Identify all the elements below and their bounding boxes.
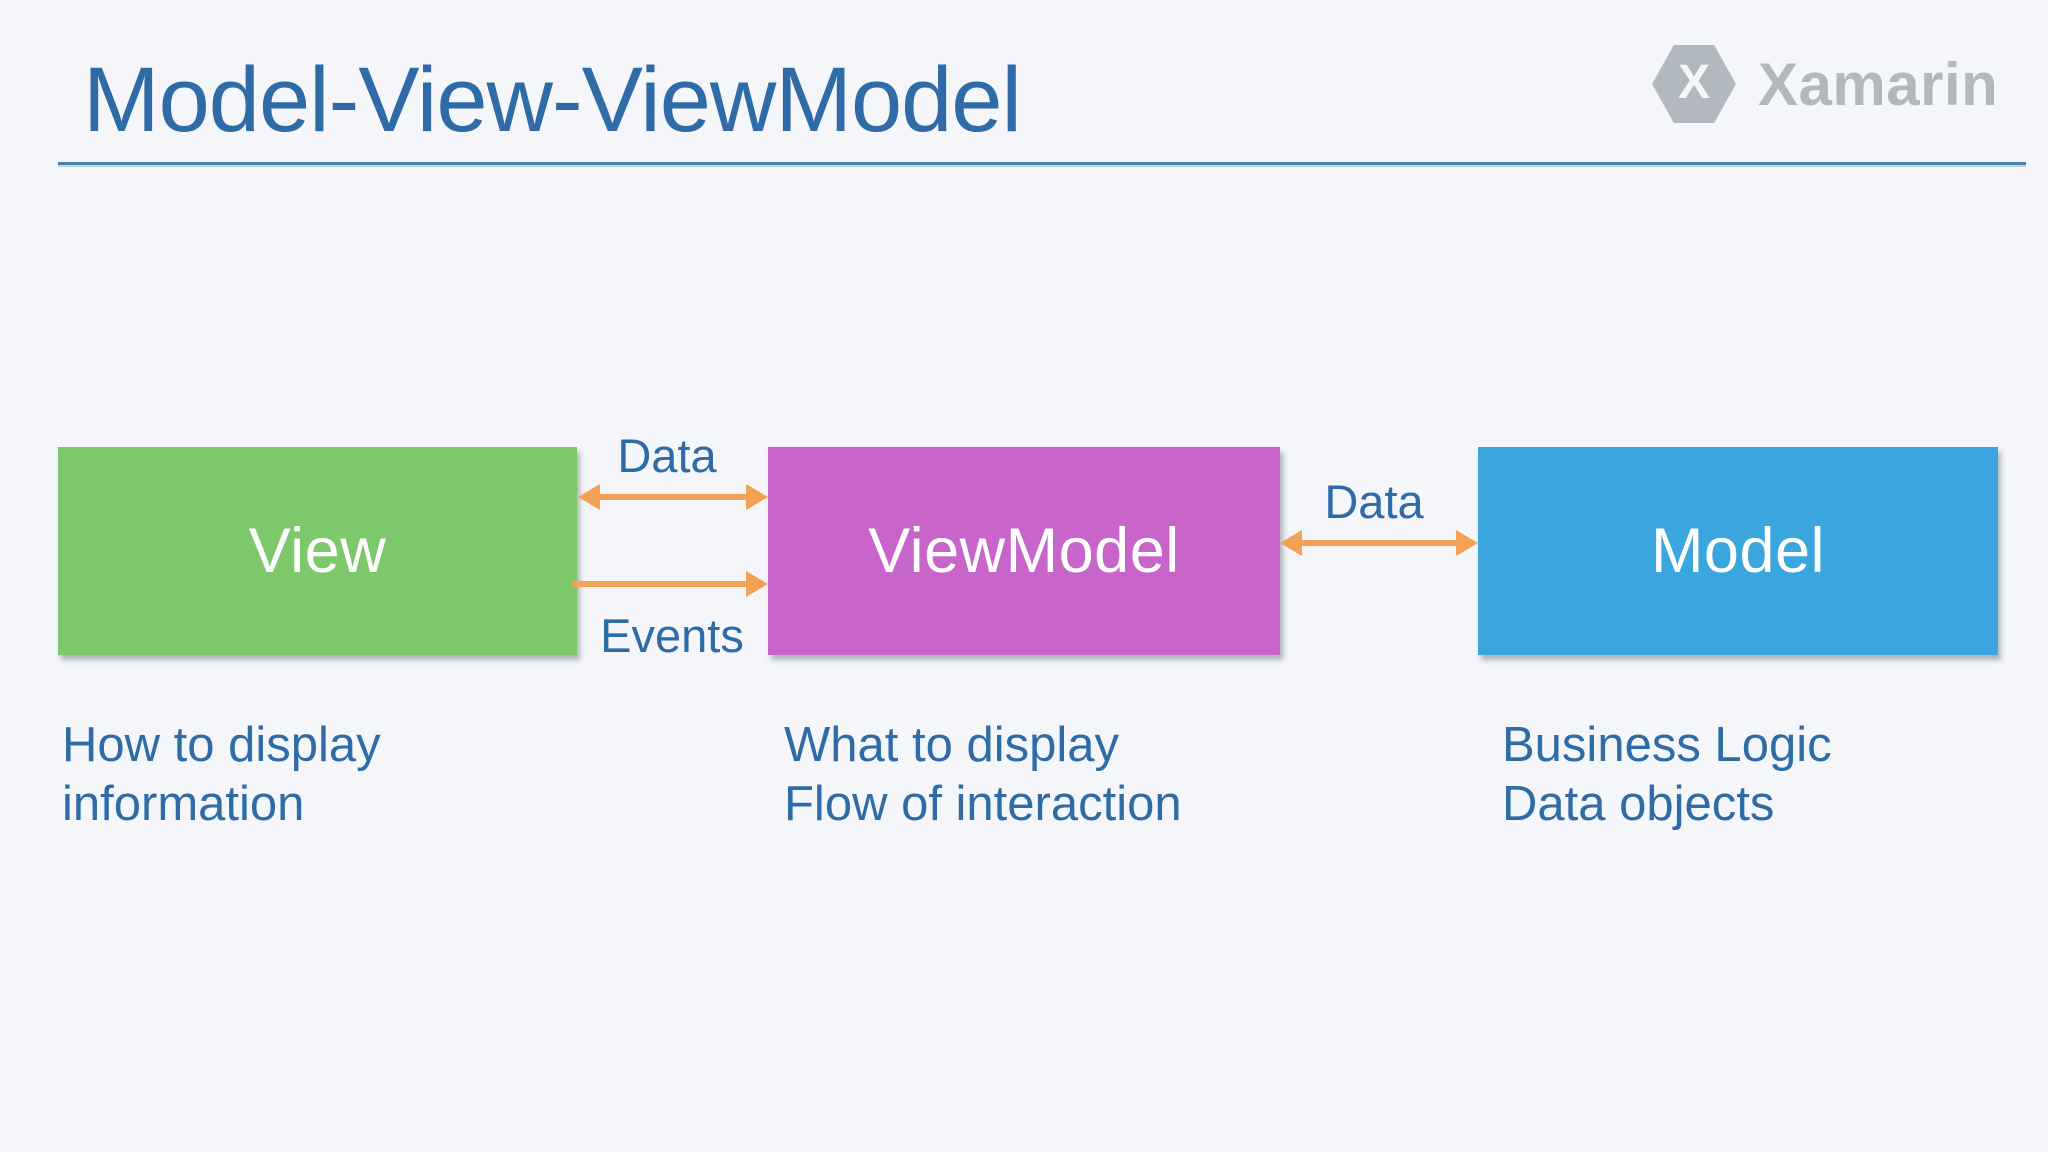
model-box-label: Model <box>1650 516 1826 586</box>
caption-view: How to display information <box>62 716 381 834</box>
events-label-view-viewmodel: Events <box>600 609 744 662</box>
xamarin-x-letter: X <box>1677 56 1710 109</box>
caption-model: Business Logic Data objects <box>1502 716 1832 834</box>
xamarin-logo: X Xamarin <box>1652 45 1998 123</box>
arrowhead-right-icon <box>746 571 768 597</box>
data-arrow-viewmodel-model <box>1280 530 1478 556</box>
model-box: Model <box>1478 447 1998 655</box>
view-box-label: View <box>248 516 387 586</box>
caption-viewmodel: What to display Flow of interaction <box>784 716 1182 834</box>
caption-view-line1: How to display <box>62 718 381 772</box>
caption-viewmodel-line1: What to display <box>784 718 1119 772</box>
arrowhead-right-icon <box>1456 530 1478 556</box>
arrowhead-left-icon <box>1280 530 1302 556</box>
viewmodel-box-label: ViewModel <box>868 516 1180 586</box>
arrow-line <box>596 494 750 500</box>
page-title: Model-View-ViewModel <box>83 49 1022 151</box>
arrow-line <box>1298 540 1460 546</box>
xamarin-hexagon-icon: X <box>1652 45 1736 123</box>
xamarin-wordmark: Xamarin <box>1758 50 1999 118</box>
caption-model-line2: Data objects <box>1502 777 1775 831</box>
caption-view-line2: information <box>62 777 305 831</box>
viewmodel-box: ViewModel <box>768 447 1280 655</box>
events-arrow-view-viewmodel <box>572 571 768 597</box>
data-label-view-viewmodel: Data <box>617 429 717 482</box>
caption-viewmodel-line2: Flow of interaction <box>784 777 1182 831</box>
arrowhead-right-icon <box>746 484 768 510</box>
title-underline <box>58 162 2026 165</box>
view-box: View <box>58 447 577 655</box>
data-arrow-view-viewmodel <box>578 484 768 510</box>
caption-model-line1: Business Logic <box>1502 718 1832 772</box>
data-label-viewmodel-model: Data <box>1324 475 1424 528</box>
arrowhead-left-icon <box>578 484 600 510</box>
arrow-line <box>572 581 750 587</box>
